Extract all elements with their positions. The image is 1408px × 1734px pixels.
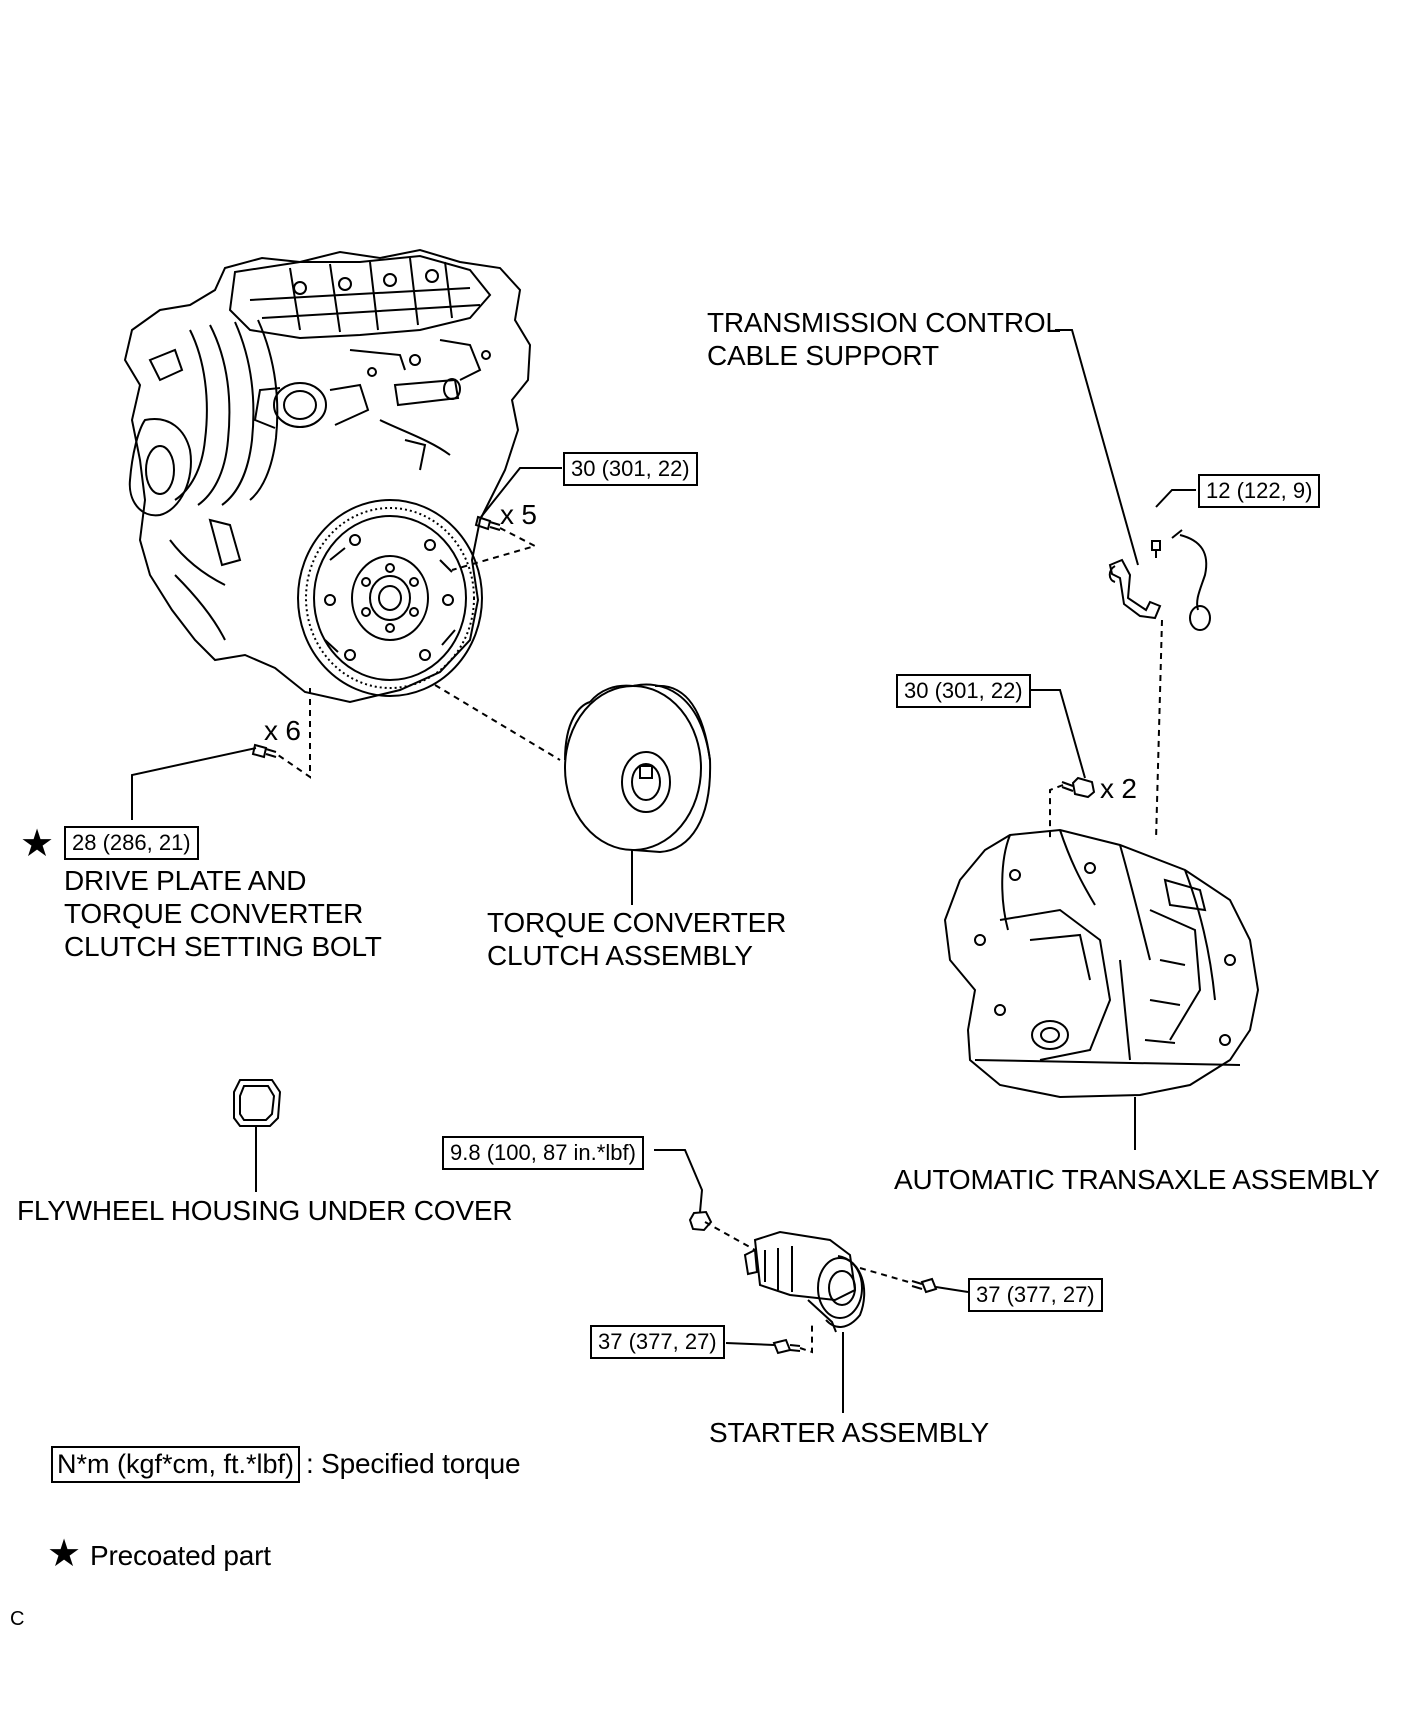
flywheel-cover-label: FLYWHEEL HOUSING UNDER COVER <box>17 1195 513 1226</box>
cable-support-leader <box>1055 329 1139 566</box>
torque-converter-label: TORQUE CONVERTER CLUTCH ASSEMBLY <box>487 906 786 972</box>
torque-converter-illustration <box>564 683 712 854</box>
starter-left-bolt <box>725 1338 801 1355</box>
flywheel-cover-illustration <box>233 1079 282 1192</box>
cable-support-illustration <box>1108 529 1211 631</box>
qty-drive-plate-bolts: x 6 <box>264 715 301 746</box>
qty-transaxle-bolts: x 2 <box>1100 773 1137 804</box>
transaxle-label: AUTOMATIC TRANSAXLE ASSEMBLY <box>894 1164 1380 1195</box>
torque-starter-bolt-right: 37 (377, 27) <box>968 1278 1103 1312</box>
cable-support-label: TRANSMISSION CONTROL CABLE SUPPORT <box>707 306 1061 372</box>
cable-support-label-line2: CABLE SUPPORT <box>707 340 939 371</box>
transaxle-illustration <box>943 828 1260 1099</box>
starter-right-bolt <box>911 1277 969 1294</box>
drive-plate-bolt <box>131 743 277 820</box>
transaxle-bolt <box>1030 689 1096 799</box>
torque-converter-label-line1: TORQUE CONVERTER <box>487 907 787 938</box>
torque-cable-support-bolt: 12 (122, 9) <box>1198 474 1321 508</box>
legend-star-icon: ★ <box>47 1533 81 1575</box>
legend-precoated-text: Precoated part <box>90 1540 271 1571</box>
precoated-star-marker: ★ <box>20 823 54 865</box>
cable-support-label-line1: TRANSMISSION CONTROL <box>707 307 1061 338</box>
torque-transaxle-bolts: 30 (301, 22) <box>896 674 1031 708</box>
torque-starter-nut: 9.8 (100, 87 in.*lbf) <box>442 1136 644 1170</box>
torque-drive-plate-bolt: 28 (286, 21) <box>64 826 199 860</box>
cable-bolt-leader <box>1155 489 1196 508</box>
legend-torque-box: N*m (kgf*cm, ft.*lbf) <box>51 1446 301 1483</box>
engine-illustration <box>123 248 532 704</box>
torque-starter-bolt-left: 37 (377, 27) <box>590 1325 725 1359</box>
starter-illustration <box>743 1230 866 1333</box>
corner-mark: C <box>10 1608 25 1630</box>
torque-converter-label-line2: CLUTCH ASSEMBLY <box>487 940 753 971</box>
starter-nut <box>654 1149 713 1232</box>
drive-plate-bolt-label-line3: CLUTCH SETTING BOLT <box>64 931 382 962</box>
drive-plate-bolt-label: DRIVE PLATE AND TORQUE CONVERTER CLUTCH … <box>64 864 382 963</box>
drive-plate-bolt-label-line2: TORQUE CONVERTER <box>64 898 364 929</box>
starter-label: STARTER ASSEMBLY <box>709 1417 989 1448</box>
qty-engine-upper-bolts: x 5 <box>500 499 537 530</box>
torque-engine-upper-bolts: 30 (301, 22) <box>563 452 698 486</box>
legend-torque-text: : Specified torque <box>306 1448 521 1479</box>
engine-upper-bolt <box>474 467 562 531</box>
drive-plate-bolt-label-line1: DRIVE PLATE AND <box>64 865 307 896</box>
